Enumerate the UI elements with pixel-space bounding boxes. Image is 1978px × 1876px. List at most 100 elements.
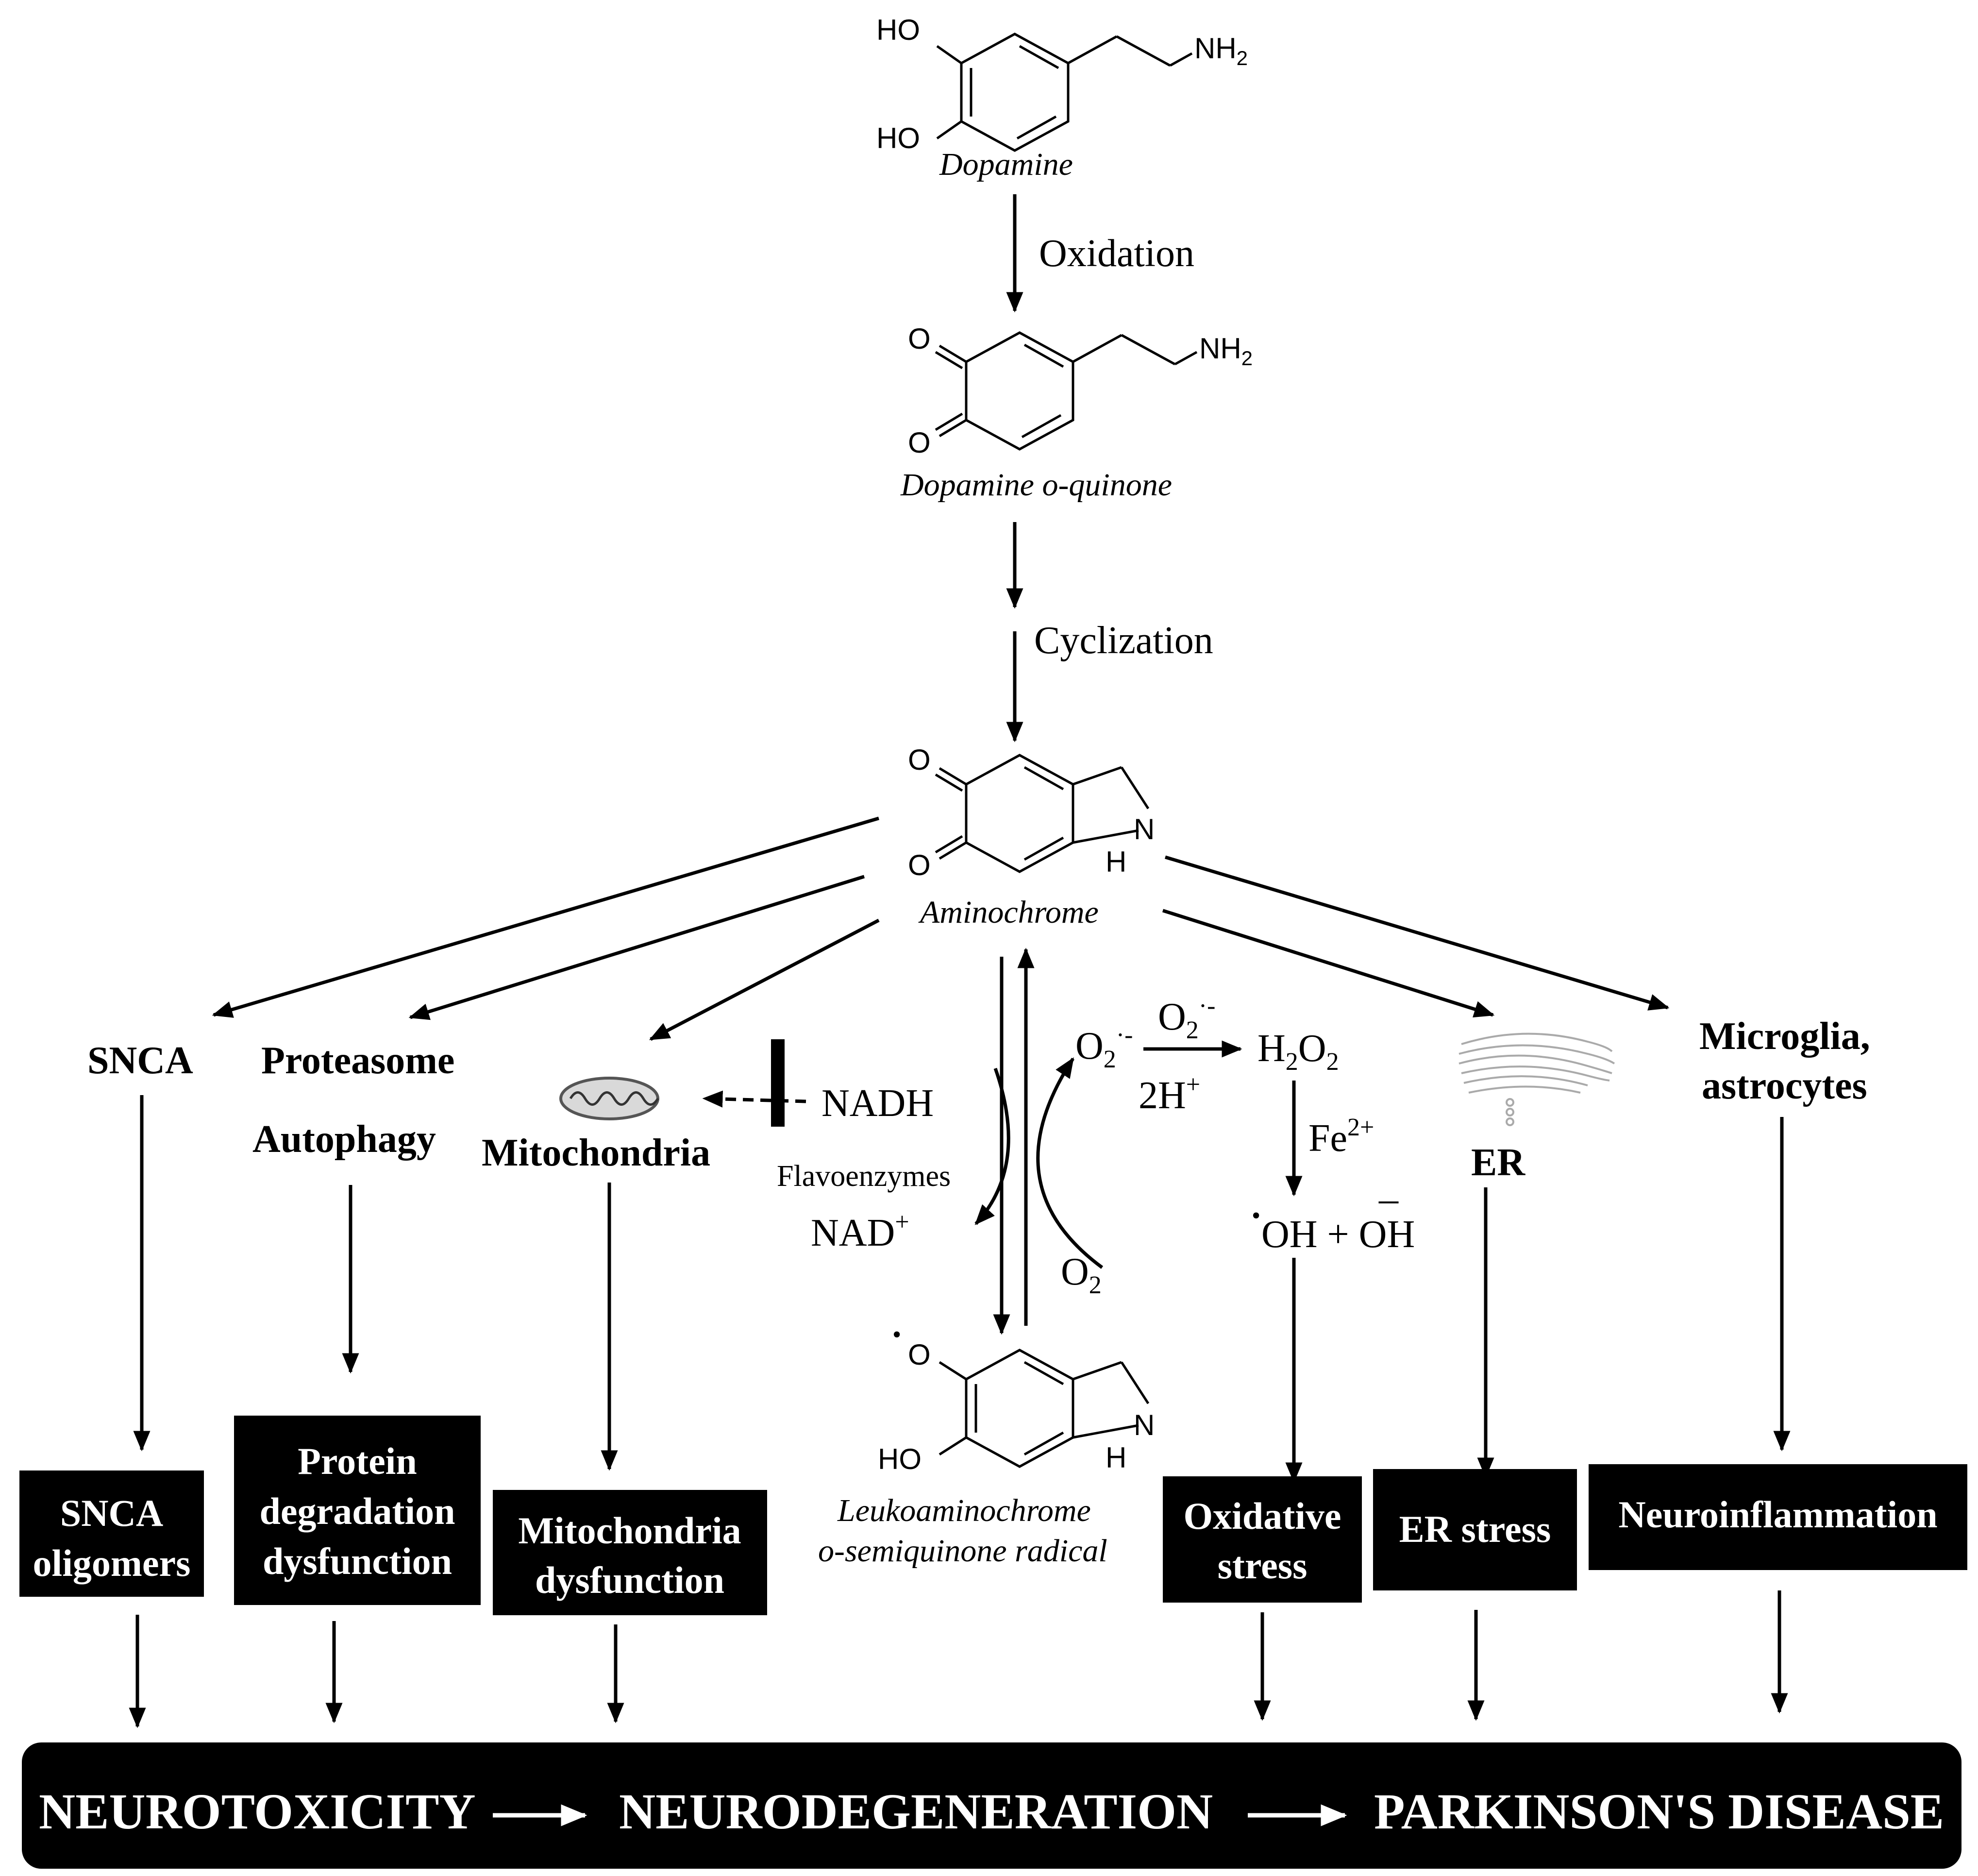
banner-neurotoxicity: NEUROTOXICITY [39,1784,476,1840]
nadh-dashed-arrow [702,1090,806,1108]
snca-oligomers-box: SNCA oligomers [19,1470,204,1597]
neuroinflammation-text: Neuroinflammation [1618,1493,1937,1536]
h2o2-sub1: 2 [1286,1048,1298,1076]
cyclization-label: Cyclization [1034,619,1213,662]
dopamine-nh: NH [1194,32,1237,65]
mitochondrion-icon [559,1077,659,1120]
oxidative-stress-box: Oxidative stress [1163,1476,1362,1603]
oxidative-line1: Oxidative [1184,1495,1341,1537]
h2o2-sub2: 2 [1326,1048,1339,1076]
quinone-o-top: O [908,322,931,355]
arrow-to-er [1162,909,1495,1018]
nadh-label: NADH [821,1082,934,1125]
arrow-to-snca [212,816,879,1018]
snca-label: SNCA [87,1039,193,1082]
superoxide-right: O [1158,996,1186,1038]
quinone-o-bottom: O [908,426,931,459]
svg-text:O2·-: O2·- [1158,992,1215,1044]
two-h-label: 2H [1139,1074,1186,1117]
protein-line3: dysfunction [263,1540,452,1582]
nad-curved-arrow [974,1067,1010,1225]
svg-text:O2·-: O2·- [1075,1021,1133,1073]
snca-oligomers-line1: SNCA [60,1492,163,1534]
aminochrome-label: Aminochrome [918,895,1099,930]
proteasome-label: Proteasome [261,1039,454,1082]
arrow-to-microglia [1164,855,1670,1011]
banner-parkinsons: PARKINSON'S DISEASE [1374,1784,1944,1840]
protein-degradation-box: Protein degradation dysfunction [234,1416,481,1605]
dopamine-nh-sub: 2 [1237,47,1248,69]
hydroxyl-label: OH + OH [1261,1213,1415,1256]
fe-label: Fe [1308,1117,1347,1160]
arrow-to-mitochondria [649,918,880,1041]
dopamine-structure: HO HO NH2 [876,14,1248,154]
o2-curved-arrow [1036,1057,1104,1269]
protein-line2: degradation [259,1490,455,1532]
outcome-banner: NEUROTOXICITY NEURODEGENERATION PARKINSO… [22,1742,1961,1869]
hydroxide-minus: – [1378,1178,1399,1220]
dopamine-ho-bottom: HO [876,122,920,154]
superoxide-right-sup: ·- [1199,992,1216,1020]
mito-line1: Mitochondria [518,1509,741,1552]
svg-text:O2: O2 [1061,1251,1102,1299]
leukoaminochrome-structure: • O HO N H [878,1321,1155,1475]
aminochrome-o-top: O [908,744,931,776]
er-label: ER [1471,1141,1525,1184]
h2o2-o: O [1298,1027,1326,1070]
superoxide-left: O [1075,1025,1104,1067]
leuko-ho: HO [878,1443,922,1475]
banner-neurodegeneration: NEURODEGENERATION [619,1784,1213,1840]
neuroinflammation-box: Neuroinflammation [1589,1464,1967,1570]
er-stress-text: ER stress [1399,1508,1551,1550]
svg-text:NH2: NH2 [1194,32,1248,69]
aminochrome-o-bottom: O [908,849,931,881]
aminochrome-n: N [1134,813,1155,845]
microglia-label-line1: Microglia, [1699,1015,1870,1058]
mitochondria-label: Mitochondria [482,1132,710,1174]
oxidation-label: Oxidation [1039,232,1194,275]
oh-radical-dot: • [1252,1202,1260,1230]
microglia-label-line2: astrocytes [1702,1065,1867,1107]
snca-oligomers-line2: oligomers [33,1542,191,1584]
fe-sup: 2+ [1347,1114,1374,1141]
mitochondria-dysfunction-box: Mitochondria dysfunction [493,1490,767,1615]
aminochrome-h: H [1106,845,1126,878]
svg-text:H2O2: H2O2 [1257,1027,1339,1076]
leuko-o-radical: O [908,1338,931,1371]
nadh-inhibition-bar [771,1039,785,1127]
leuko-h: H [1106,1441,1126,1474]
svg-text:2H+: 2H+ [1139,1071,1200,1117]
svg-text:Fe2+: Fe2+ [1308,1114,1374,1160]
o2-label: O [1061,1251,1089,1293]
h2o2-h: H [1257,1027,1286,1070]
svg-text:NAD+: NAD+ [811,1208,909,1254]
superoxide-left-sup: ·- [1116,1021,1133,1049]
quinone-nh-sub: 2 [1241,347,1253,370]
quinone-nh: NH [1199,332,1241,365]
superoxide-right-sub: 2 [1186,1016,1199,1044]
leuko-label-line1: Leukoaminochrome [837,1493,1091,1528]
er-stress-box: ER stress [1373,1469,1577,1590]
quinone-structure: O O NH2 [908,322,1253,459]
dopamine-ho-top: HO [876,14,920,46]
quinone-label: Dopamine o-quinone [900,467,1172,503]
nad-label: NAD [811,1212,895,1254]
aminochrome-structure: O O N H [908,744,1155,881]
leuko-n: N [1134,1409,1155,1441]
leuko-label-line2: o-semiquinone radical [818,1533,1107,1569]
nad-sup: + [895,1208,909,1236]
dopamine-label: Dopamine [939,147,1073,182]
arrow-to-proteasome [408,875,865,1020]
mito-line2: dysfunction [535,1559,724,1601]
autophagy-label: Autophagy [252,1118,436,1161]
two-h-sup: + [1186,1071,1200,1099]
superoxide-left-sub: 2 [1104,1046,1116,1073]
protein-line1: Protein [298,1440,417,1482]
flavoenzymes-label: Flavoenzymes [777,1160,951,1193]
er-icon [1458,1032,1615,1126]
o2-sub: 2 [1089,1271,1102,1299]
svg-text:NH2: NH2 [1199,332,1253,370]
leuko-radical-dot: • [892,1321,901,1349]
oxidative-line2: stress [1218,1544,1307,1587]
